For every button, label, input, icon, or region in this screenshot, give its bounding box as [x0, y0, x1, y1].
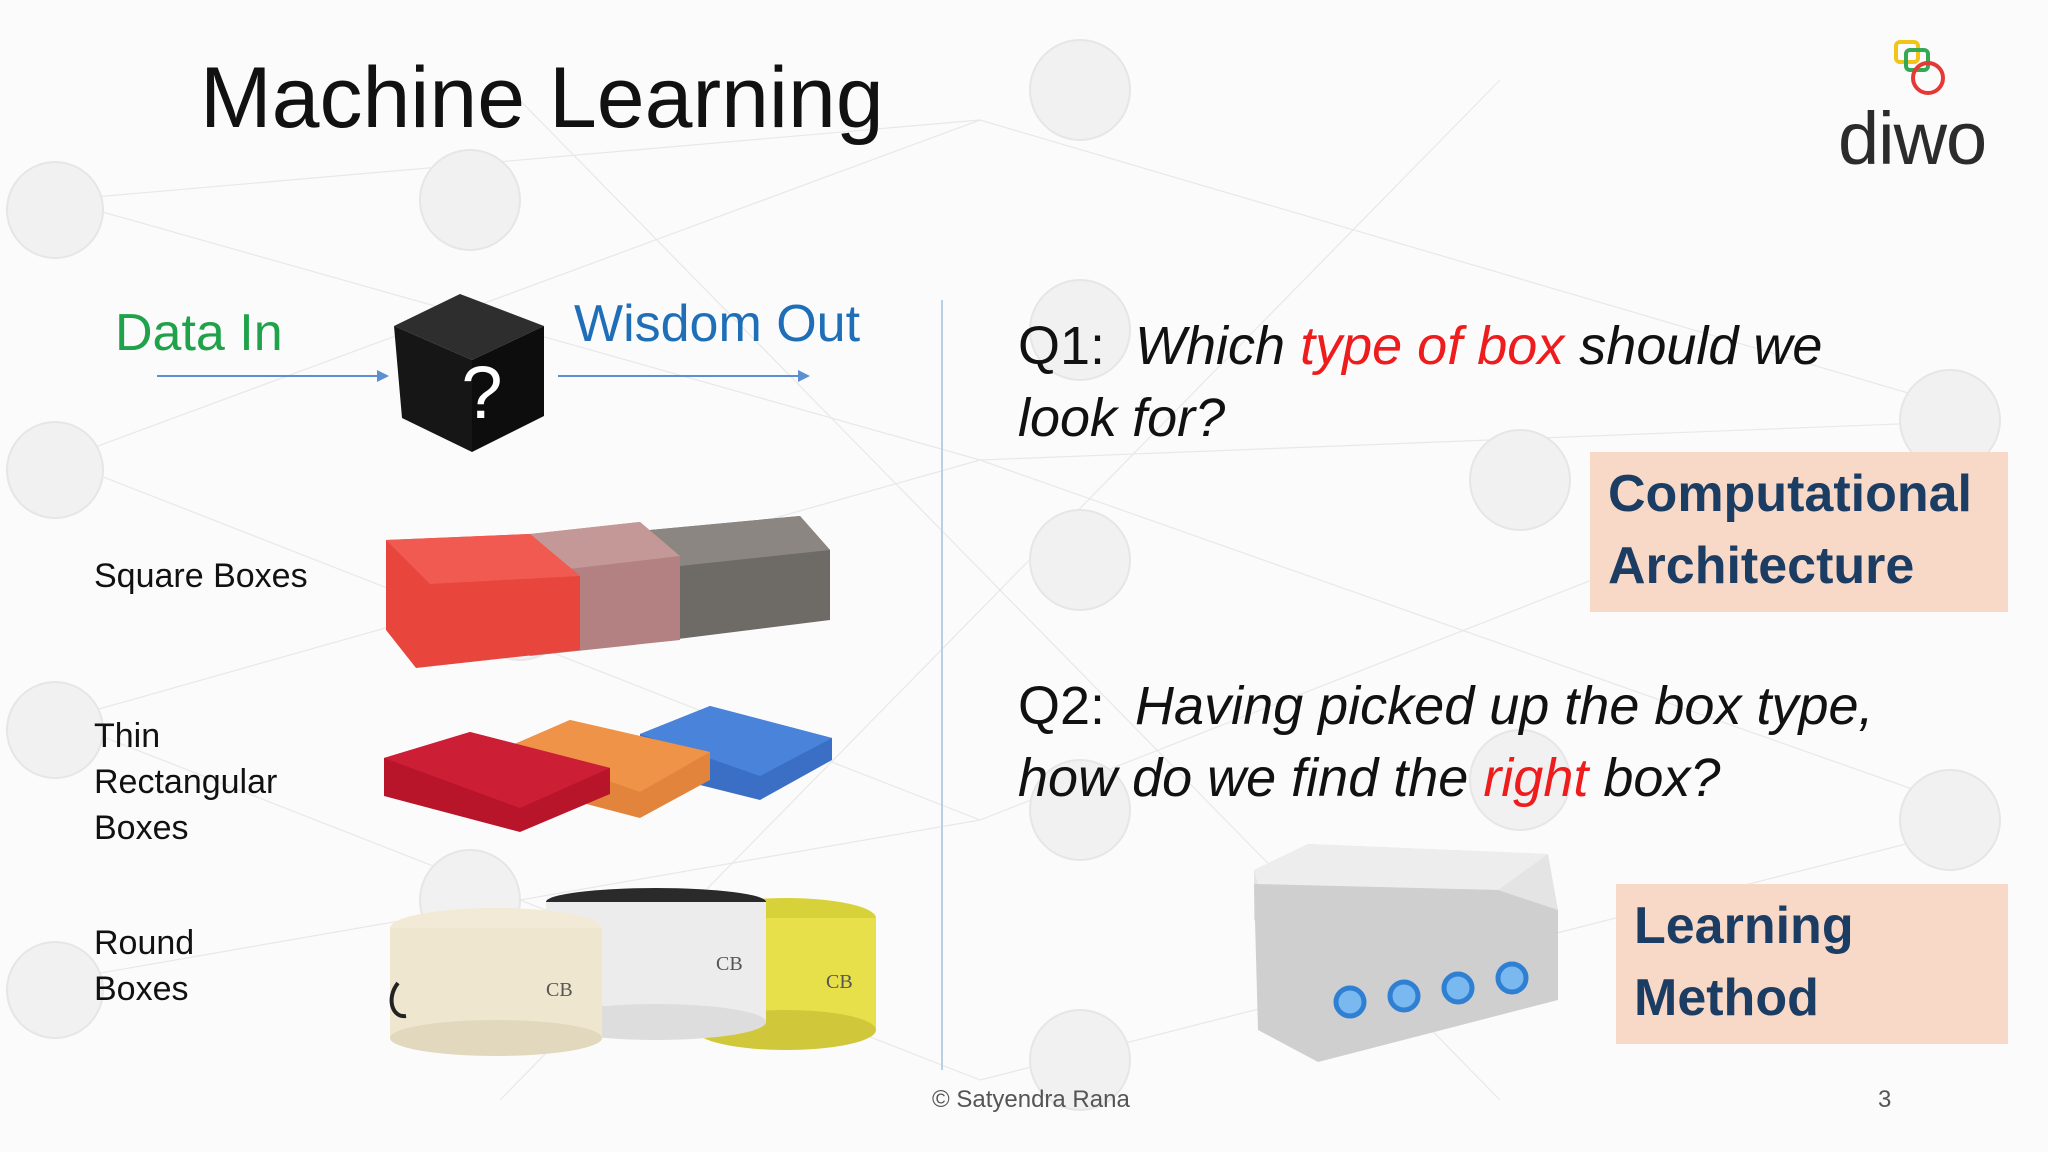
question-mark: ?	[461, 351, 502, 434]
box-type-round-label: Round Boxes	[94, 920, 194, 1012]
q1-text: Which	[1135, 316, 1301, 376]
square-boxes-image	[386, 516, 830, 668]
wisdom-out-label: Wisdom Out	[574, 295, 861, 353]
q2-prefix: Q2:	[1018, 676, 1136, 736]
q1-prefix: Q1:	[1018, 316, 1136, 376]
learning-method-callout: Learning Method	[1616, 884, 2008, 1044]
page-number: 3	[1878, 1086, 1892, 1113]
q2-text: how do we find the	[1018, 748, 1484, 808]
label-line: Rectangular	[94, 763, 278, 801]
callout-line: Learning	[1634, 897, 1854, 955]
right-arrow-icon	[558, 370, 810, 382]
q1-highlight: type of box	[1300, 316, 1565, 376]
diwo-logo: diwo	[1828, 36, 2028, 180]
device-box-icon	[1254, 844, 1558, 1062]
callout-line: Architecture	[1608, 537, 1915, 595]
svg-text:CB: CB	[826, 971, 853, 993]
round-boxes-image: CB CB CB	[389, 888, 876, 1056]
data-in-label: Data In	[115, 304, 283, 362]
box-type-thin-label: Thin Rectangular Boxes	[94, 713, 277, 851]
label-line: Thin	[94, 717, 161, 755]
callout-line: Computational	[1608, 465, 1972, 523]
label-line: Round	[94, 924, 195, 962]
computational-architecture-callout: Computational Architecture	[1590, 452, 2008, 612]
right-arrow-icon	[157, 370, 389, 382]
thin-rectangular-boxes-image	[384, 706, 832, 832]
question-cube-icon: ?	[394, 294, 544, 452]
question-1: Q1: Which type of box should we look for…	[1018, 310, 1822, 454]
vertical-divider	[941, 300, 943, 1070]
box-type-square-label: Square Boxes	[94, 557, 308, 595]
logo-text: diwo	[1838, 97, 1987, 180]
q2-text-end: box?	[1588, 748, 1721, 808]
slide-title: Machine Learning	[200, 50, 884, 146]
q1-line2: look for?	[1018, 388, 1226, 448]
label-line: Boxes	[94, 809, 189, 847]
q2-highlight: right	[1483, 748, 1589, 808]
label-line: Boxes	[94, 970, 189, 1008]
q1-text-end: should we	[1564, 316, 1823, 376]
diwo-logo-icon	[1894, 40, 1945, 95]
question-2: Q2: Having picked up the box type, how d…	[1018, 670, 1874, 814]
svg-text:CB: CB	[716, 953, 743, 975]
svg-text:CB: CB	[546, 979, 573, 1001]
footer-copyright: © Satyendra Rana	[932, 1086, 1130, 1113]
callout-line: Method	[1634, 969, 1819, 1027]
q2-line1: Having picked up the box type,	[1135, 676, 1874, 736]
